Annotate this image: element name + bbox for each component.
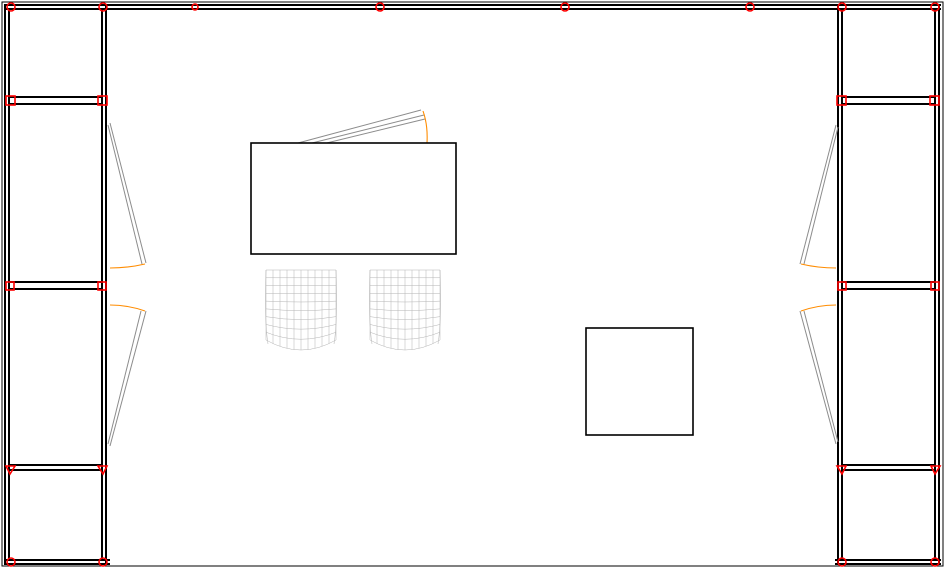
- wall-node[interactable]: [745, 2, 755, 12]
- wall-node[interactable]: [98, 557, 108, 567]
- wall-node[interactable]: [837, 2, 847, 12]
- door-right-upper[interactable]: [799, 124, 839, 269]
- door-right-lower[interactable]: [799, 304, 839, 445]
- table[interactable]: [250, 142, 457, 255]
- door-left-upper[interactable]: [107, 122, 147, 269]
- wall-node[interactable]: [930, 557, 940, 567]
- door-left-lower[interactable]: [107, 304, 147, 447]
- wall-node[interactable]: [4, 465, 17, 476]
- wall-node[interactable]: [6, 2, 16, 12]
- wall-node[interactable]: [930, 281, 940, 291]
- wall-node[interactable]: [5, 281, 15, 291]
- wall-node[interactable]: [837, 557, 847, 567]
- wall-node[interactable]: [929, 465, 942, 476]
- table[interactable]: [585, 327, 694, 436]
- wall-node[interactable]: [375, 2, 385, 12]
- wall-nodes: [4, 2, 942, 567]
- wall-node[interactable]: [560, 2, 570, 12]
- furniture: [250, 142, 694, 436]
- wall-node[interactable]: [929, 95, 940, 106]
- wall-node[interactable]: [837, 281, 847, 291]
- left-room-column: [4, 5, 107, 564]
- wall-node[interactable]: [930, 2, 940, 12]
- wall-node[interactable]: [835, 465, 848, 476]
- wall-node[interactable]: [97, 281, 107, 291]
- wall-node[interactable]: [98, 2, 108, 12]
- wall-node[interactable]: [191, 3, 199, 11]
- doors: [107, 109, 839, 447]
- wall-node[interactable]: [96, 465, 109, 476]
- wall-node[interactable]: [97, 95, 108, 106]
- wall-node[interactable]: [5, 95, 16, 106]
- chair[interactable]: [265, 269, 337, 351]
- wall-node[interactable]: [6, 557, 16, 567]
- chair[interactable]: [369, 269, 441, 351]
- wall-node[interactable]: [836, 95, 847, 106]
